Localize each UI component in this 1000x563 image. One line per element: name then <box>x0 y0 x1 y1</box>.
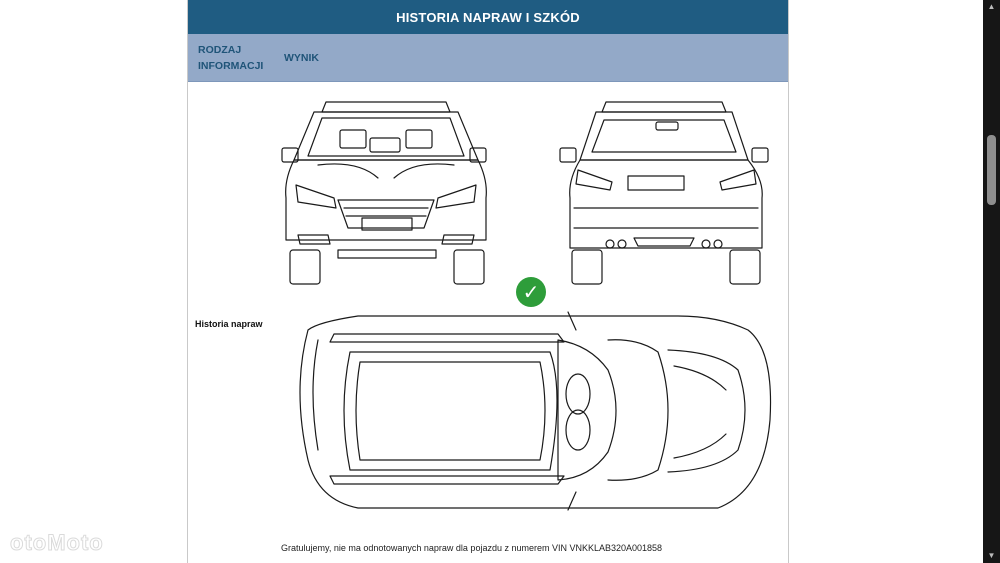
vertical-scrollbar[interactable]: ▲ ▼ <box>983 0 1000 563</box>
column-header-type: RODZAJ INFORMACJI <box>198 44 264 72</box>
row-label-repair-history: Historia napraw <box>195 319 263 329</box>
report-sheet: HISTORIA NAPRAW I SZKÓD RODZAJ INFORMACJ… <box>187 0 789 563</box>
car-front-view <box>281 101 487 285</box>
column-header-result: WYNIK <box>284 52 319 64</box>
check-circle-icon: ✓ <box>516 277 546 307</box>
result-message: Gratulujemy, nie ma odnotowanych napraw … <box>281 543 663 553</box>
watermark-logo: otoMoto <box>10 530 104 556</box>
section-title: HISTORIA NAPRAW I SZKÓD <box>188 0 788 34</box>
table-header: RODZAJ INFORMACJI WYNIK <box>188 34 788 82</box>
car-rear-view <box>559 101 769 285</box>
scrollbar-thumb[interactable] <box>987 135 996 205</box>
car-damage-diagram <box>281 101 772 511</box>
scroll-up-arrow-icon[interactable]: ▲ <box>987 2 996 11</box>
car-top-view <box>299 311 772 511</box>
scroll-down-arrow-icon[interactable]: ▼ <box>987 551 996 560</box>
